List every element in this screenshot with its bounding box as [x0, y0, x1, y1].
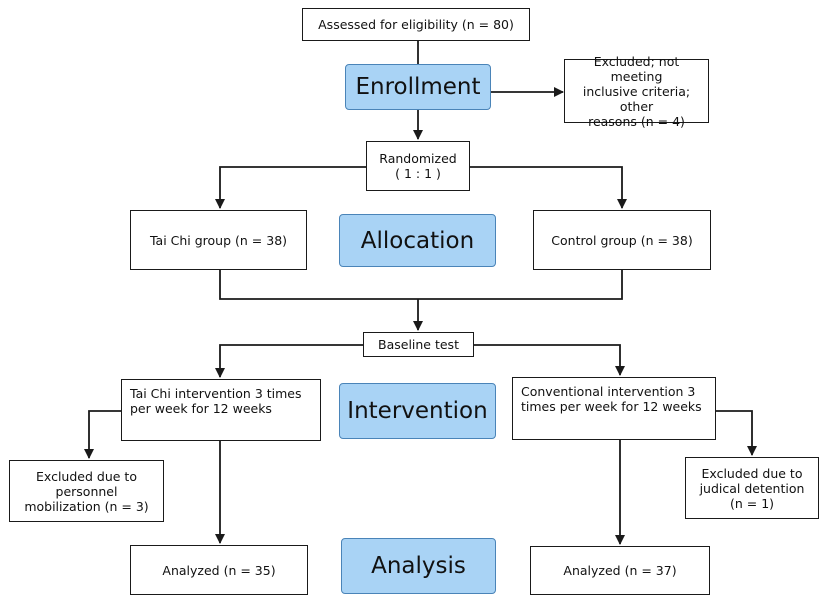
excluded-enrollment-label: Excluded; not meeting inclusive criteria… — [582, 53, 691, 129]
analyzed-control-label: Analyzed (n = 37) — [563, 563, 677, 578]
taichi-group-box: Tai Chi group (n = 38) — [130, 210, 307, 270]
excluded-enrollment-box: Excluded; not meeting inclusive criteria… — [564, 54, 709, 129]
stage-allocation-label: Allocation — [360, 227, 475, 254]
randomized-box: Randomized ( 1 : 1 ) — [366, 141, 470, 191]
analyzed-taichi-label: Analyzed (n = 35) — [162, 562, 276, 578]
baseline-label: Baseline test — [378, 337, 459, 352]
arrow-randomized-to-taichi — [215, 166, 366, 209]
control-group-label: Control group (n = 38) — [551, 232, 693, 248]
taichi-intervention-box: Tai Chi intervention 3 times per week fo… — [121, 379, 321, 441]
taichi-group-label: Tai Chi group (n = 38) — [149, 232, 288, 248]
arrow-randomized-to-control — [469, 166, 627, 209]
stage-analysis: Analysis — [341, 538, 496, 594]
arrow-baseline-to-taichi-intervention — [215, 344, 363, 378]
taichi-intervention-label: Tai Chi intervention 3 times per week fo… — [130, 386, 302, 416]
stage-allocation: Allocation — [339, 214, 496, 267]
arrow-to-excluded-control — [716, 410, 757, 456]
control-group-box: Control group (n = 38) — [533, 210, 711, 270]
stage-intervention: Intervention — [339, 383, 496, 439]
excluded-taichi-box: Excluded due to personnel mobilization (… — [9, 460, 164, 522]
analyzed-taichi-box: Analyzed (n = 35) — [130, 545, 308, 595]
stage-enrollment: Enrollment — [345, 64, 491, 110]
line-groups-merge — [219, 270, 623, 300]
excluded-control-label: Excluded due to judical detention (n = 1… — [699, 465, 805, 511]
excluded-taichi-label: Excluded due to personnel mobilization (… — [24, 468, 149, 514]
stage-enrollment-label: Enrollment — [355, 74, 481, 100]
conventional-intervention-label: Conventional intervention 3 times per we… — [521, 384, 702, 414]
stage-analysis-label: Analysis — [371, 553, 466, 579]
arrow-to-excluded-taichi — [84, 410, 121, 459]
excluded-control-box: Excluded due to judical detention (n = 1… — [685, 457, 819, 519]
analyzed-control-box: Analyzed (n = 37) — [530, 546, 710, 595]
assessed-box: Assessed for eligibility (n = 80) — [302, 8, 530, 41]
conventional-intervention-box: Conventional intervention 3 times per we… — [512, 377, 716, 440]
assessed-label: Assessed for eligibility (n = 80) — [318, 17, 514, 32]
randomized-label: Randomized ( 1 : 1 ) — [379, 151, 457, 181]
baseline-box: Baseline test — [363, 332, 474, 357]
stage-intervention-label: Intervention — [347, 398, 488, 424]
arrow-baseline-to-conventional-intervention — [474, 344, 625, 376]
